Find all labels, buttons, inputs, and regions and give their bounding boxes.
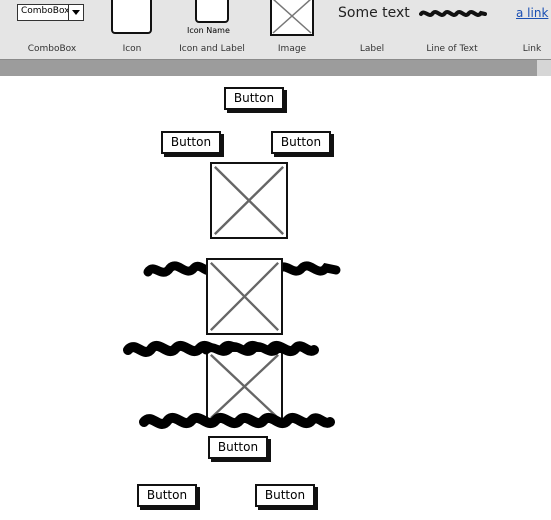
image-sample[interactable] [270,0,314,40]
image-placeholder-icon [210,353,279,420]
line-of-text-scribble [202,342,292,356]
chevron-down-icon [68,5,83,20]
mock-image[interactable] [206,258,283,335]
palette-scrollbar[interactable] [0,59,551,77]
mock-button[interactable]: Button [137,484,197,507]
palette-label-combobox: ComboBox [27,44,77,54]
palette-label-icon: Icon [122,44,142,54]
image-placeholder-icon [210,262,279,331]
mock-button[interactable]: Button [161,131,221,154]
mockup-canvas[interactable]: Button Button Button [0,76,551,520]
palette-label-label: Label [359,44,385,54]
mock-button[interactable]: Button [271,131,331,154]
mock-image[interactable] [210,162,288,239]
mock-image[interactable] [206,350,283,423]
mock-button[interactable]: Button [208,436,268,459]
mock-button[interactable]: Button [255,484,315,507]
image-placeholder-icon [214,166,284,235]
palette-label-icon-and-label: Icon and Label [179,44,245,54]
palette-label-link: Link [522,44,542,54]
combobox-sample-text: ComboBox [21,6,70,16]
component-palette: ComboBox ComboBox Icon Icon Name Icon an… [0,0,551,77]
icon-sample[interactable] [111,0,152,34]
mock-button[interactable]: Button [224,87,284,110]
icon-and-label-sample-text: Icon Name [187,26,230,35]
line-of-text-scribble[interactable] [138,406,338,436]
palette-label-line-of-text: Line of Text [426,44,478,54]
icon-and-label-sample[interactable] [195,0,229,23]
scribble-icon [419,10,487,17]
image-placeholder-icon [270,0,314,36]
palette-scrollbar-end[interactable] [537,60,551,76]
label-sample-text[interactable]: Some text [338,5,410,21]
link-sample[interactable]: a link [516,6,549,20]
line-of-text-sample[interactable] [419,6,487,26]
line-of-text-scribble[interactable] [142,254,342,286]
combobox-sample[interactable]: ComboBox [17,4,84,21]
palette-label-image: Image [277,44,307,54]
